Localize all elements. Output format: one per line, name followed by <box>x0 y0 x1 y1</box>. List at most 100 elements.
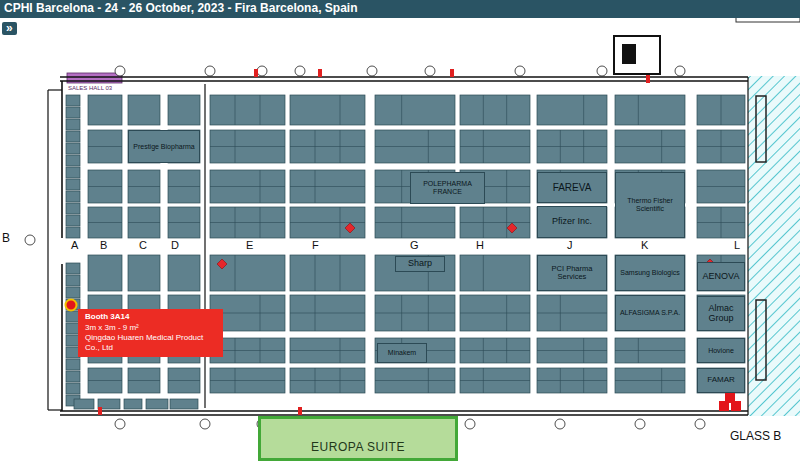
booth-divider <box>128 222 160 223</box>
menu-button: » <box>2 22 17 35</box>
exhibitor-booth: Thermo Fisher Scientific <box>615 172 685 238</box>
exit-marker <box>298 407 302 415</box>
booth <box>375 130 455 163</box>
booth-divider <box>290 350 365 351</box>
wall-line <box>204 84 205 408</box>
wall-line <box>48 89 62 90</box>
booth <box>537 95 607 125</box>
door-marker <box>465 419 475 429</box>
booth <box>66 371 80 382</box>
booth-divider <box>460 350 530 351</box>
booth <box>615 95 685 125</box>
exit-marker <box>646 75 650 83</box>
booth <box>66 131 80 142</box>
booth-divider <box>375 313 455 314</box>
exhibitor-booth: Prestige Biopharma <box>128 130 200 163</box>
booth <box>128 95 160 125</box>
booth-divider <box>697 146 745 147</box>
booth-divider <box>290 380 365 381</box>
booth <box>537 170 607 203</box>
booth <box>290 255 365 291</box>
booth-divider <box>88 146 122 147</box>
booth-divider <box>210 222 285 223</box>
booth-name: Almac Group <box>700 304 742 324</box>
booth <box>697 368 745 393</box>
booth-divider <box>168 380 200 381</box>
booth <box>460 95 530 125</box>
selected-booth-marker <box>66 300 77 311</box>
stair-symbol <box>756 96 766 162</box>
booth-name: Prestige Biopharma <box>133 143 194 151</box>
booth <box>375 95 455 125</box>
exhibitor-booth: Minakem <box>377 343 427 363</box>
booth <box>210 368 285 393</box>
booth-divider <box>88 380 122 381</box>
booth-divider <box>483 255 484 291</box>
booth <box>66 383 80 394</box>
booth <box>210 170 285 203</box>
booth <box>88 170 122 203</box>
booth-divider <box>88 222 122 223</box>
booth <box>375 295 455 331</box>
booth <box>375 368 455 393</box>
red-block <box>725 393 735 403</box>
booth <box>210 130 285 163</box>
booth <box>290 95 365 125</box>
area-label: GLASS B <box>730 430 781 443</box>
booth <box>66 107 80 118</box>
booth-divider <box>235 95 236 125</box>
door-marker <box>200 419 210 429</box>
exhibitor-booth: Almac Group <box>697 296 745 331</box>
tooltip-text: 3m x 3m - 9 m² <box>85 323 139 333</box>
wall-line <box>60 76 748 78</box>
booth <box>537 338 607 363</box>
exhibitor-booth: POLEPHARMA FRANCE <box>410 172 485 204</box>
booth <box>66 143 80 154</box>
booth-divider <box>721 95 722 125</box>
booth <box>66 359 80 370</box>
exhibitor-booth: PCI Pharma Services <box>537 255 607 291</box>
door-marker <box>25 235 35 245</box>
aisle-letter: D <box>171 239 179 251</box>
booth <box>697 95 745 125</box>
booth <box>128 255 160 291</box>
booth <box>375 338 455 363</box>
info-marker <box>345 223 355 233</box>
aisle-letter: K <box>641 239 648 251</box>
exhibitor-booth: Sharp <box>395 256 445 272</box>
booth <box>375 207 455 238</box>
booth-name: ALFASIGMA S.P.A. <box>620 309 680 317</box>
hatched-area <box>748 76 800 416</box>
booth <box>460 207 530 238</box>
tooltip-text: Qingdao Huaren Medical Product Co., Ltd <box>85 333 216 354</box>
booth-divider <box>290 313 365 314</box>
booth <box>697 338 745 363</box>
booth-divider <box>697 222 745 223</box>
door-marker <box>635 419 645 429</box>
stair-symbol <box>756 300 766 380</box>
booth-divider <box>210 146 285 147</box>
booth-divider <box>290 146 365 147</box>
booth <box>615 338 685 363</box>
area-label: SALES HALL 03 <box>68 85 112 92</box>
wall-line <box>61 81 63 238</box>
booth <box>290 338 365 363</box>
booth <box>66 119 80 130</box>
booth-divider <box>290 186 365 187</box>
booth <box>210 207 285 238</box>
booth-divider <box>638 95 639 125</box>
booth <box>66 95 80 106</box>
exit-marker <box>450 69 454 77</box>
title-bar: CPHI Barcelona - 24 - 26 October, 2023 -… <box>0 0 800 18</box>
exhibitor-booth: FAMAR <box>697 368 745 393</box>
booth <box>88 95 122 125</box>
booth <box>697 130 745 163</box>
wall-line <box>60 80 748 82</box>
booth-name: Samsung Biologics <box>620 269 680 277</box>
booth-divider <box>460 380 530 381</box>
booth <box>168 207 200 238</box>
booth <box>66 155 80 166</box>
tooltip-text: Booth 3A14 <box>85 312 129 322</box>
booth-name: Thermo Fisher Scientific <box>618 197 682 212</box>
booth <box>537 295 607 331</box>
